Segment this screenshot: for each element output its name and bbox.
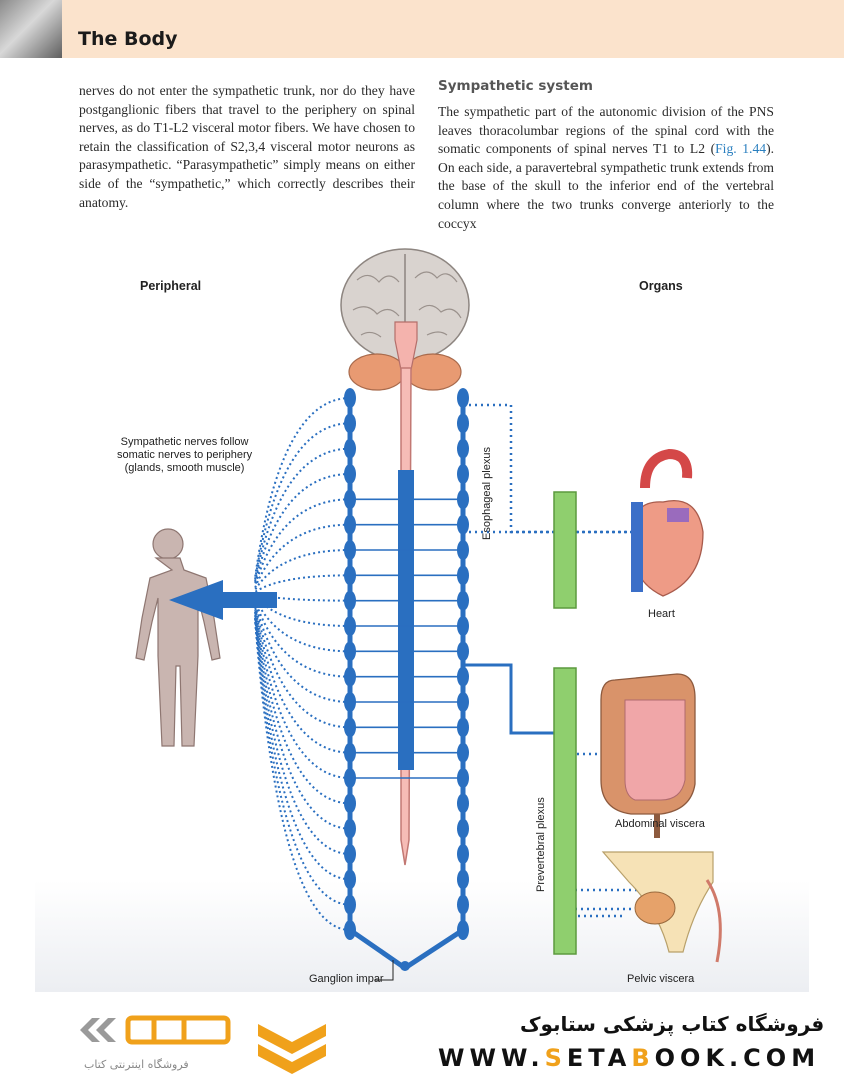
peripheral-nerve-path	[254, 603, 351, 729]
label-esophageal-plexus: Esophageal plexus	[481, 447, 493, 540]
ganglion-impar-leader	[375, 960, 394, 981]
esophageal-plexus-bar	[553, 491, 577, 609]
setabook-emblem	[258, 1024, 326, 1074]
abdominal-viscera-illustration	[600, 673, 696, 838]
peripheral-nerve-path	[254, 473, 351, 585]
peripheral-nerve-path	[254, 619, 351, 931]
url-part-3: OOK.COM	[654, 1044, 821, 1072]
page-footer	[0, 992, 844, 1079]
right-trunk-ganglion	[457, 894, 469, 915]
peripheral-nerve-path	[254, 447, 351, 583]
periphery-note-line3: (glands, smooth muscle)	[124, 462, 245, 474]
peripheral-nerve-path	[254, 397, 351, 579]
label-heart: Heart	[648, 608, 675, 620]
chapter-thumbnail	[0, 0, 62, 58]
peripheral-nerve-path	[254, 615, 351, 881]
brain-illustration	[340, 248, 470, 391]
splanchnic-nerve	[463, 663, 561, 735]
right-trunk-ganglion	[457, 818, 469, 839]
right-trunk-ganglion	[457, 413, 469, 434]
sympathetic-trunks	[254, 388, 469, 972]
label-organs: Organs	[639, 279, 683, 293]
figure-reference-link[interactable]: Fig. 1.44	[715, 141, 767, 157]
peripheral-nerve-path	[254, 422, 351, 581]
paragraph-text-start: The sympathetic part of the autonomic di…	[438, 104, 774, 157]
url-part-2: ETA	[566, 1044, 632, 1072]
periphery-note-line1: Sympathetic nerves follow	[120, 436, 249, 448]
url-part-1: WWW.	[438, 1044, 545, 1072]
peripheral-nerve-path	[254, 609, 351, 805]
url-highlight-2: B	[631, 1044, 655, 1072]
url-highlight-1: S	[544, 1044, 567, 1072]
figure-illustration	[35, 248, 809, 992]
peripheral-nerve-path	[254, 605, 351, 754]
peripheral-nerve-path	[254, 574, 351, 593]
periphery-note-line2: somatic nerves to periphery	[117, 449, 253, 461]
peripheral-nerve-path	[254, 617, 351, 906]
peripheral-nerve-path	[254, 498, 351, 587]
periphery-note: Sympathetic nerves follow somatic nerves…	[117, 436, 252, 475]
brand-tagline: فروشگاه اینترنتی کتاب	[84, 1058, 189, 1071]
page-header: The Body	[0, 0, 844, 58]
right-trunk-ganglion	[457, 869, 469, 890]
right-column-paragraph: The sympathetic part of the autonomic di…	[438, 103, 774, 233]
label-prevertebral-plexus: Prevertebral plexus	[535, 797, 547, 892]
pelvic-viscera-illustration	[601, 851, 722, 963]
label-peripheral: Peripheral	[140, 279, 202, 293]
section-heading: Sympathetic system	[438, 78, 593, 94]
human-body-silhouette	[135, 528, 221, 747]
label-ganglion-impar: Ganglion impar	[309, 973, 384, 985]
heart-illustration	[631, 448, 704, 597]
thoracolumbar-segment	[398, 470, 414, 770]
sympathetic-system-figure: Peripheral Organs Sympathetic nerves fol…	[35, 240, 809, 992]
chapter-title: The Body	[78, 28, 178, 50]
right-trunk-ganglion	[457, 438, 469, 459]
label-pelvic-viscera: Pelvic viscera	[627, 973, 695, 985]
right-trunk-ganglion	[457, 388, 469, 408]
peripheral-nerve-path	[254, 607, 351, 779]
right-trunk-ganglion	[457, 920, 469, 940]
right-trunk-ganglion	[457, 793, 469, 814]
store-url[interactable]: WWW.SETABOOK.COM	[438, 1044, 820, 1072]
right-trunk-ganglion	[457, 844, 469, 864]
paragraph-text-end: ). On each side, a paravertebral sympath…	[438, 141, 774, 231]
peripheral-nerve-path	[254, 523, 351, 589]
peripheral-nerve-path	[254, 601, 351, 703]
left-column-paragraph: nerves do not enter the sympathetic trun…	[79, 83, 415, 210]
peripheral-nerve-path	[254, 549, 351, 591]
prevertebral-plexus-bar	[553, 667, 577, 955]
right-trunk-ganglion	[457, 464, 469, 484]
peripheral-nerve-path	[254, 597, 351, 653]
label-abdominal-viscera: Abdominal viscera	[615, 818, 705, 830]
ganglion-impar-node	[400, 961, 410, 971]
store-name: فروشگاه کتاب پزشکی ستابوک	[520, 1012, 825, 1036]
setabook-logo	[80, 1015, 231, 1045]
periphery-arrow	[169, 580, 277, 620]
peripheral-nerve-path	[254, 599, 351, 678]
